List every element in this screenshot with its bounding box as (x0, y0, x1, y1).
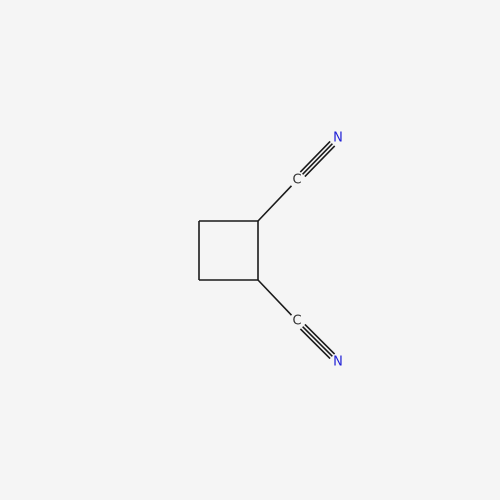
atom-labels-layer: C N C N (292, 131, 342, 370)
triple-bond-line-c6-n2-2 (299, 328, 331, 360)
triple-bond-line-c5-n1-1 (302, 143, 333, 175)
nitrogen-atom-label-n1: N (333, 131, 343, 146)
nitrogen-atom-label-n2: N (333, 355, 343, 370)
single-bond-c2-c6 (257, 279, 293, 316)
triple-bond-line-c5-n1-0 (299, 140, 331, 173)
triple-bond-line-c6-n2-1 (302, 326, 333, 357)
triple-bond-line-c6-n2-0 (304, 323, 336, 355)
carbon-atom-label-c6: C (292, 314, 301, 329)
triple-bond-line-c5-n1-2 (304, 145, 336, 178)
carbon-atom-label-c5: C (292, 173, 301, 188)
single-bond-c1-c5 (257, 185, 293, 222)
bonds-layer (198, 140, 336, 360)
